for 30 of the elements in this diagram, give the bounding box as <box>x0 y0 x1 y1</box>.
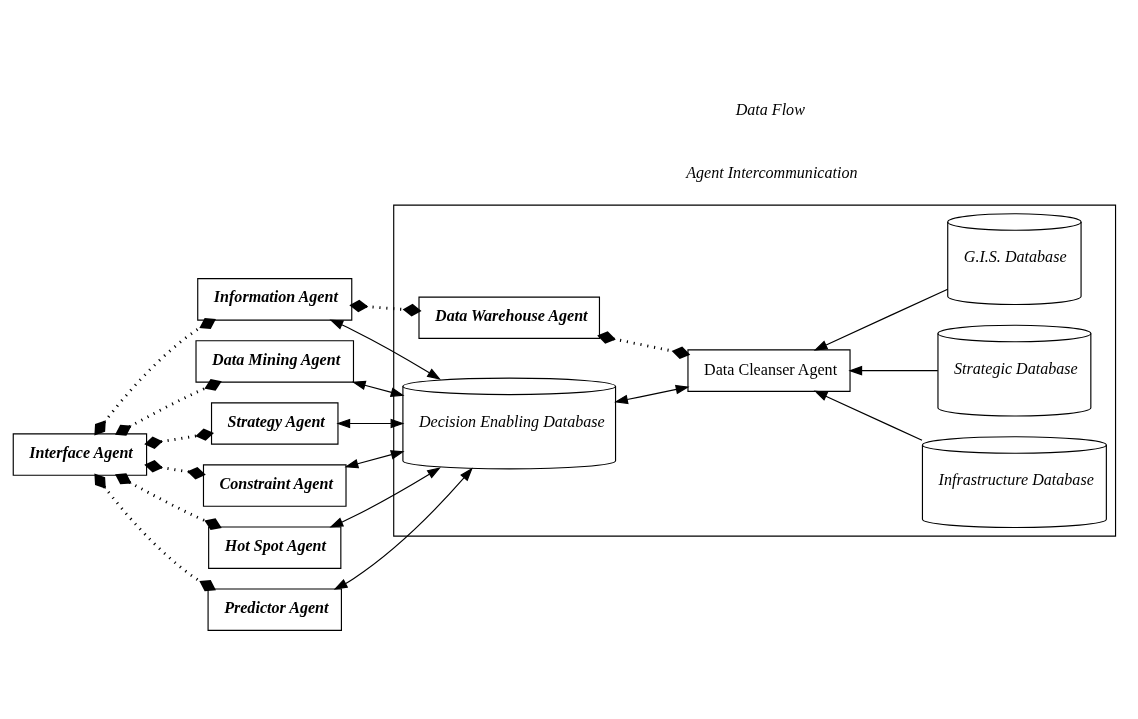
connector <box>115 378 222 436</box>
node-box: Interface Agent <box>12 432 148 476</box>
arrow <box>614 384 690 404</box>
arrow <box>351 380 405 397</box>
arrow <box>329 466 441 528</box>
arrow <box>329 318 441 380</box>
legend-label: Agent Intercommunication <box>686 163 858 181</box>
node-box: Data Warehouse Agent <box>418 296 601 339</box>
connector <box>94 317 216 435</box>
connector <box>115 472 222 530</box>
connector <box>144 427 214 449</box>
connector <box>94 473 216 591</box>
arrow <box>848 365 939 375</box>
arrow <box>813 288 949 351</box>
connector <box>349 299 422 316</box>
arrow <box>336 418 405 428</box>
cluster <box>393 204 1117 537</box>
node-box: Data Mining Agent <box>195 339 355 383</box>
connector <box>144 459 206 479</box>
arrow <box>344 449 405 468</box>
node-box: Information Agent <box>197 277 353 321</box>
node-box: Predictor Agent <box>207 587 342 631</box>
connector <box>597 330 691 359</box>
node-box: Hot Spot Agent <box>208 525 342 569</box>
legend-label: Data Flow <box>735 100 805 118</box>
arrow <box>813 390 923 441</box>
node-box: Constraint Agent <box>202 463 347 507</box>
node-box: Strategy Agent <box>210 401 339 445</box>
arrow <box>333 467 473 590</box>
node-box: Data Cleanser Agent <box>687 348 851 392</box>
